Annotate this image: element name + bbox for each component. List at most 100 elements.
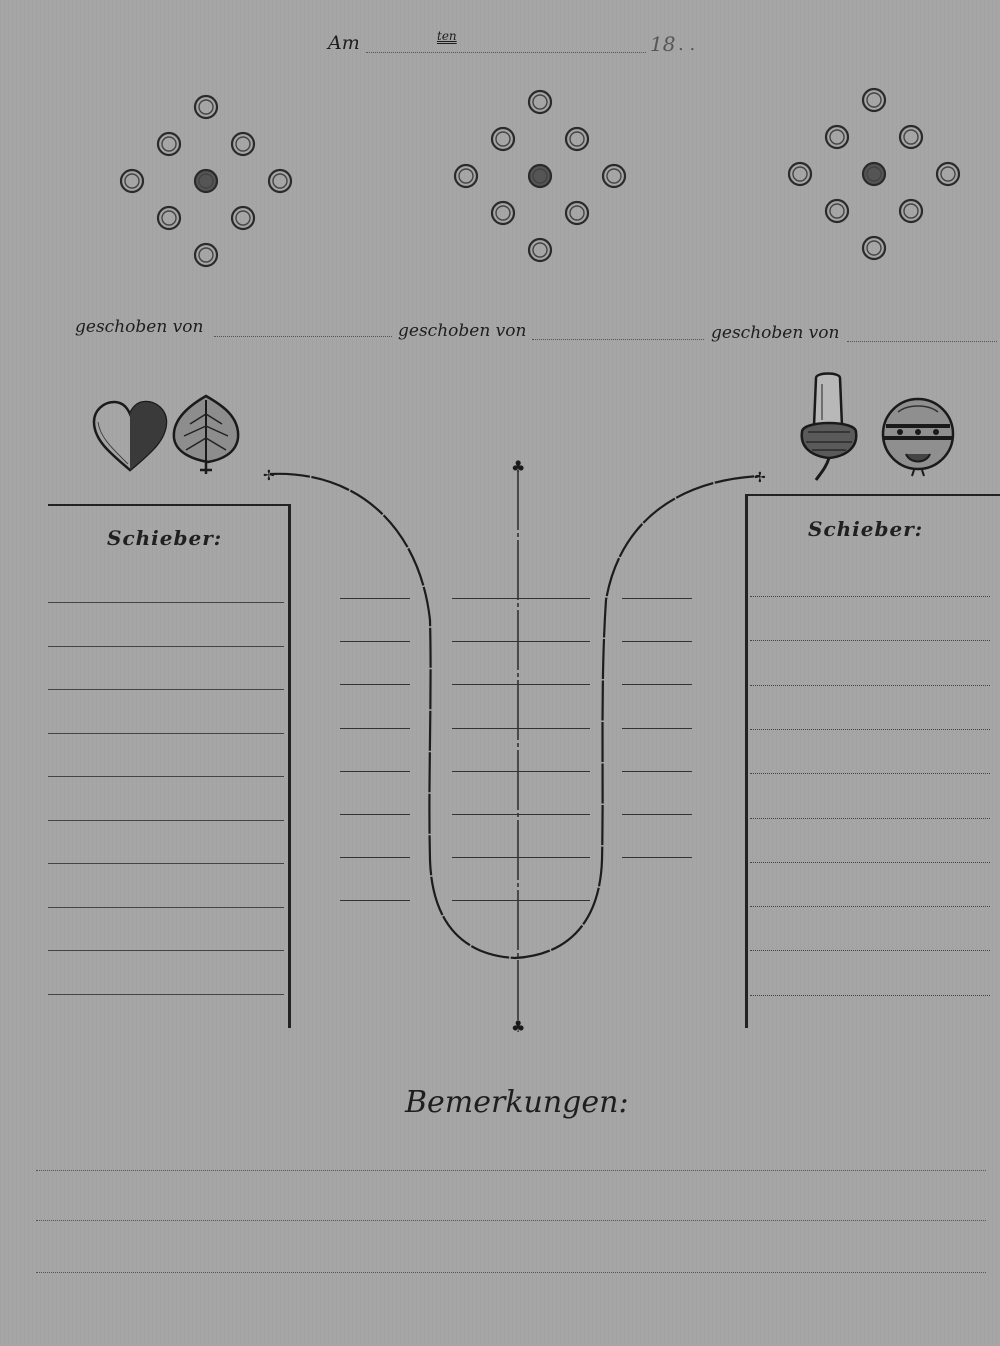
pin bbox=[119, 168, 145, 194]
pin-inner-ring bbox=[495, 205, 511, 221]
pusher-label-2: geschoben von bbox=[398, 321, 527, 341]
left-player-line[interactable] bbox=[48, 819, 284, 821]
bell-icon bbox=[881, 397, 955, 477]
alley-dash bbox=[452, 900, 590, 902]
alley-dash bbox=[452, 684, 590, 686]
header-ten: ten bbox=[437, 29, 457, 43]
pin bbox=[527, 89, 553, 115]
left-player-line[interactable] bbox=[48, 993, 284, 995]
heart-icon bbox=[92, 400, 168, 472]
svg-text:✢: ✢ bbox=[754, 470, 766, 486]
pin-inner-ring bbox=[903, 203, 919, 219]
pin bbox=[564, 200, 590, 226]
pin-inner-ring bbox=[458, 168, 474, 184]
alley-dash bbox=[622, 641, 692, 643]
right-player-line[interactable] bbox=[750, 773, 990, 775]
pusher-field-1[interactable] bbox=[214, 336, 392, 337]
left-player-line[interactable] bbox=[48, 732, 284, 734]
alley-dash bbox=[340, 641, 410, 643]
pin bbox=[601, 163, 627, 189]
remarks-line-3[interactable] bbox=[36, 1272, 986, 1273]
pin-inner-ring bbox=[532, 94, 548, 110]
left-player-line[interactable] bbox=[48, 863, 284, 864]
right-player-line[interactable] bbox=[750, 906, 990, 908]
pin bbox=[564, 126, 590, 152]
pin-inner-ring bbox=[161, 136, 177, 152]
left-panel-title: Schieber: bbox=[107, 526, 223, 550]
header-year-dots: . . bbox=[678, 34, 696, 55]
right-player-line[interactable] bbox=[750, 640, 990, 642]
pin-inner-ring bbox=[532, 242, 548, 258]
remarks-title: Bemerkungen: bbox=[405, 1085, 629, 1120]
alley-dash bbox=[452, 857, 590, 859]
remarks-line-2[interactable] bbox=[36, 1220, 986, 1221]
king-pin bbox=[861, 161, 887, 187]
pin bbox=[824, 198, 850, 224]
pin-inner-ring bbox=[235, 136, 251, 152]
pusher-label-3: geschoben von bbox=[711, 323, 840, 343]
pin bbox=[787, 161, 813, 187]
right-player-line[interactable] bbox=[750, 684, 990, 686]
pin-inner-ring bbox=[495, 131, 511, 147]
pin-inner-ring bbox=[903, 129, 919, 145]
alley-dash bbox=[340, 684, 410, 686]
pin-inner-ring bbox=[198, 99, 214, 115]
pin bbox=[453, 163, 479, 189]
pin bbox=[193, 242, 219, 268]
pin bbox=[898, 124, 924, 150]
left-player-line[interactable] bbox=[48, 906, 284, 908]
left-player-line[interactable] bbox=[48, 950, 284, 951]
pin-inner-ring bbox=[829, 129, 845, 145]
pin bbox=[861, 87, 887, 113]
pin bbox=[824, 124, 850, 150]
right-player-line[interactable] bbox=[750, 861, 990, 863]
right-player-line[interactable] bbox=[750, 994, 990, 996]
pin-inner-ring bbox=[866, 166, 882, 182]
right-player-line[interactable] bbox=[750, 950, 990, 952]
pin-inner-ring bbox=[940, 166, 956, 182]
pin-inner-ring bbox=[161, 210, 177, 226]
alley-dash bbox=[622, 814, 692, 815]
alley-dash bbox=[340, 857, 410, 859]
left-panel-edge bbox=[288, 504, 291, 1028]
pin-inner-ring bbox=[866, 92, 882, 108]
right-panel-edge bbox=[745, 494, 748, 1028]
pin-inner-ring bbox=[792, 166, 808, 182]
pin-inner-ring bbox=[569, 205, 585, 221]
alley-dash bbox=[340, 727, 410, 729]
pin bbox=[230, 131, 256, 157]
pin-diagrams bbox=[119, 87, 961, 268]
left-player-line[interactable] bbox=[48, 689, 284, 690]
left-player-line[interactable] bbox=[48, 776, 284, 777]
king-pin bbox=[527, 163, 553, 189]
pusher-field-2[interactable] bbox=[532, 339, 704, 340]
svg-text:♣: ♣ bbox=[511, 1017, 525, 1036]
svg-text:♣: ♣ bbox=[511, 457, 525, 476]
pin-inner-ring bbox=[124, 173, 140, 189]
pin-inner-ring bbox=[198, 173, 214, 189]
pusher-field-3[interactable] bbox=[847, 341, 997, 342]
pin bbox=[935, 161, 961, 187]
alley-dash bbox=[340, 814, 410, 815]
left-panel-top bbox=[48, 504, 291, 506]
right-player-line[interactable] bbox=[750, 728, 990, 730]
svg-text:✢: ✢ bbox=[263, 468, 275, 484]
right-panel-top bbox=[746, 494, 1000, 496]
right-player-line[interactable] bbox=[750, 596, 990, 597]
remarks-line-1[interactable] bbox=[36, 1170, 986, 1171]
alley-dash bbox=[622, 770, 692, 772]
pin bbox=[490, 200, 516, 226]
alley-dash bbox=[452, 598, 590, 599]
alley-dash bbox=[622, 727, 692, 729]
right-player-line[interactable] bbox=[750, 817, 990, 819]
alley-dash bbox=[340, 598, 410, 599]
pin bbox=[267, 168, 293, 194]
pin bbox=[898, 198, 924, 224]
pin bbox=[230, 205, 256, 231]
date-line[interactable] bbox=[366, 52, 646, 53]
left-player-line[interactable] bbox=[48, 602, 284, 603]
left-player-line[interactable] bbox=[48, 645, 284, 647]
alley-dash bbox=[622, 598, 692, 599]
pin-inner-ring bbox=[829, 203, 845, 219]
